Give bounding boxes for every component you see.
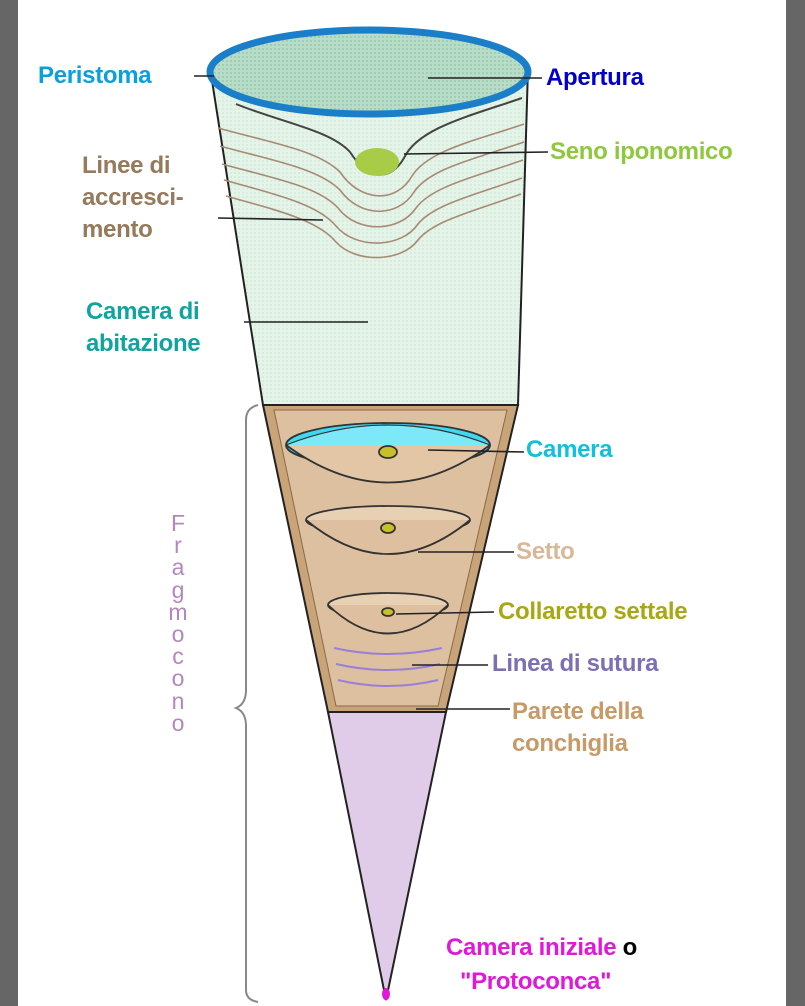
label-connector-o: o [616, 934, 637, 961]
label-seno-iponomico: Seno iponomico [550, 136, 732, 168]
label-protoconca: "Protoconca" [460, 966, 611, 998]
label-linee-accrescimento: Linee di accresci- mento [82, 150, 183, 246]
living-chamber [210, 68, 528, 405]
label-camera-iniziale: Camera iniziale [446, 934, 616, 961]
protoconch-tip [382, 988, 390, 1000]
label-linea-sutura: Linea di sutura [492, 648, 658, 680]
aperture-rim [210, 30, 528, 114]
label-peristoma: Peristoma [38, 60, 151, 92]
label-camera-abitazione: Camera di abitazione [86, 296, 200, 360]
label-collaretto-settale: Collaretto settale [498, 596, 687, 628]
sinus-fill [355, 148, 399, 176]
label-setto: Setto [516, 536, 575, 568]
diagram-canvas: Peristoma Apertura Seno iponomico Linee … [18, 0, 786, 1006]
label-parete-conchiglia: Parete della conchiglia [512, 696, 643, 760]
label-apertura: Apertura [546, 62, 644, 94]
label-camera: Camera [526, 434, 612, 466]
label-camera-iniziale-line: Camera iniziale o [446, 932, 637, 964]
label-fragmocono: F r a g m o c o n o [166, 512, 190, 734]
initial-cone [328, 712, 446, 1000]
fragmocono-bracket [236, 405, 258, 1002]
